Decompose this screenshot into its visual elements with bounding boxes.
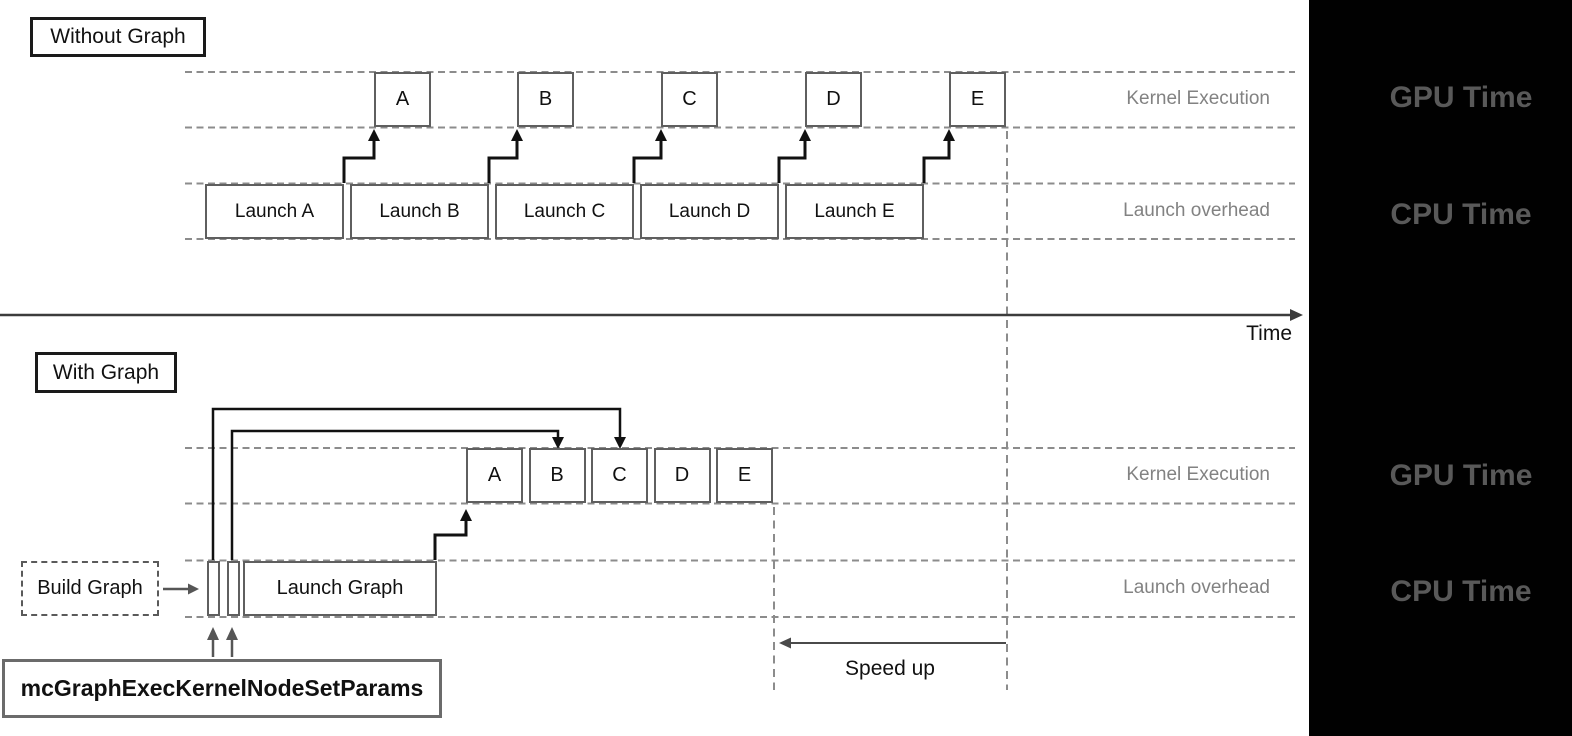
comparison-dashed-guides [773,131,1008,690]
kernel-label: A [487,464,502,486]
bracket-arrowheads [552,437,626,449]
with-kernel-row-label: Kernel Execution [1126,464,1270,485]
without-graph-title: Without Graph [50,25,186,48]
with-launch-row-label: Launch overhead [1123,577,1270,598]
with-kernel-d: D [653,448,711,503]
gpu-time-label-top: GPU Time [1389,81,1533,114]
launch-b-arrow [487,140,519,183]
with-kernel-c: C [591,448,648,503]
launch-c-arrow [632,140,663,183]
build-graph-arrow [163,583,199,595]
kernel-label: E [737,464,752,486]
api-call-box: mcGraphExecKernelNodeSetParams [2,659,442,718]
speed-up-label: Speed up [845,657,935,680]
with-graph-title: With Graph [52,360,160,384]
build-graph-label: Build Graph [37,577,143,599]
time-domain-sidebar [1309,0,1572,736]
kernel-label: C [682,88,697,110]
without-kernel-e: E [949,72,1006,127]
cpu-time-label-bottom: CPU Time [1390,575,1532,608]
api-call-label: mcGraphExecKernelNodeSetParams [20,675,424,701]
without-kernel-d: D [805,72,862,127]
without-arrowheads [368,129,955,141]
param-update-bracket-arrows [211,407,622,560]
launch-graph-to-kernel-arrow [433,509,472,560]
without-launch-c: Launch C [495,184,634,239]
api-call-up-arrows [207,627,238,657]
without-graph-title-box: Without Graph [30,17,206,57]
kernel-label: B [538,88,553,110]
launch-label: Launch A [234,200,315,222]
without-launch-a: Launch A [205,184,344,239]
launch-e-arrow [922,140,951,183]
without-launch-d: Launch D [640,184,779,239]
launch-label: Launch D [668,200,751,222]
graph-update-sliver-1 [207,561,220,616]
time-axis [0,309,1303,321]
with-kernel-b: B [528,448,586,503]
kernel-label: C [612,464,627,486]
launch-d-arrow [777,140,807,183]
without-launch-b: Launch B [350,184,489,239]
graph-update-sliver-2 [227,561,240,616]
with-kernel-e: E [716,448,773,503]
launch-graph-label: Launch Graph [276,577,404,599]
kernel-label: D [826,88,841,110]
without-launch-to-kernel-arrows [342,140,951,183]
without-kernel-row-label: Kernel Execution [1126,88,1270,109]
launch-label: Launch C [523,200,606,222]
launch-graph-box: Launch Graph [243,561,437,616]
with-graph-title-box: With Graph [35,352,177,393]
kernel-label: A [395,88,410,110]
kernel-label: D [674,464,690,486]
without-launch-row-label: Launch overhead [1123,200,1270,221]
build-graph-box: Build Graph [21,561,159,616]
launch-label: Launch B [379,200,460,222]
launch-label: Launch E [814,200,895,222]
speed-up-arrow [779,637,1006,649]
without-launch-e: Launch E [785,184,924,239]
gpu-time-label-bottom: GPU Time [1389,459,1533,492]
outer-bracket-to-c [211,407,622,560]
launch-a-arrow [342,140,376,183]
without-kernel-c: C [661,72,718,127]
kernel-label: B [550,464,564,486]
without-row-dashed-lines [185,71,1295,240]
inner-bracket-to-b [230,429,560,560]
with-kernel-a: A [466,448,523,503]
without-kernel-b: B [517,72,574,127]
kernel-label: E [970,88,985,110]
time-axis-label: Time [1246,322,1292,345]
cpu-time-label-top: CPU Time [1390,198,1532,231]
time-axis-arrowhead [1290,309,1303,321]
without-kernel-a: A [374,72,431,127]
